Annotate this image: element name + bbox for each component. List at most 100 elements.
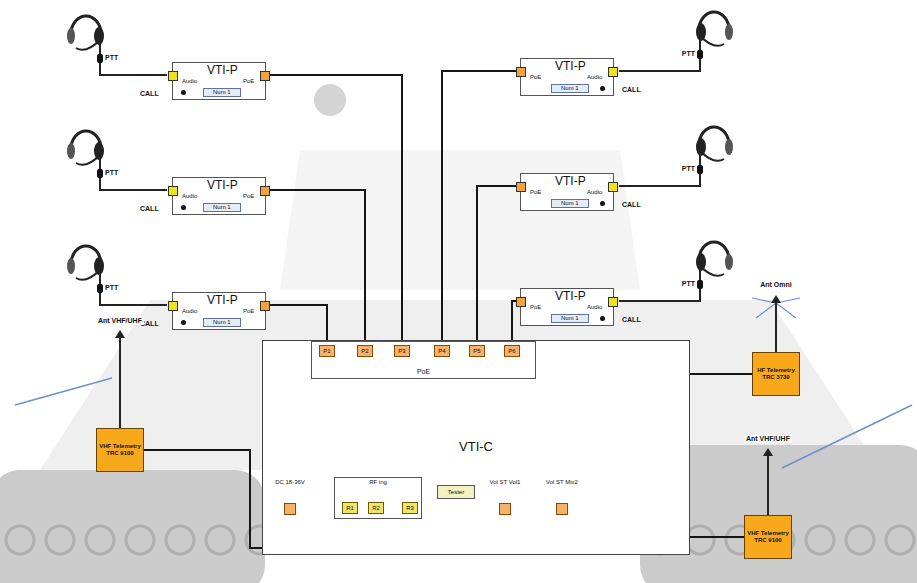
node-label: P1 <box>323 348 330 355</box>
vtip-box: VTI-PAudioPoENum 1 <box>172 62 266 100</box>
node-label: R2 <box>372 505 380 512</box>
antenna-label: Ant Omni <box>758 281 794 289</box>
ptt-label: PTT <box>105 284 118 292</box>
node-label: P4 <box>438 348 445 355</box>
call-label: CALL <box>140 205 159 213</box>
poe-port: P5 <box>469 345 485 357</box>
audio-cable <box>100 274 167 305</box>
vehicle-hatch <box>314 84 346 116</box>
audio-cable <box>619 40 700 71</box>
ear-cup <box>725 139 733 155</box>
rf-port: R3 <box>402 502 418 514</box>
ear-cup <box>725 254 733 270</box>
call-button <box>600 316 605 321</box>
call-button <box>600 201 605 206</box>
unit-name: VTI-P <box>555 290 586 304</box>
ptt-switch <box>97 284 103 293</box>
node-label: P3 <box>398 348 405 355</box>
microphone-boom <box>700 151 724 161</box>
audio-cable <box>619 155 700 186</box>
node-label: RF ing <box>369 479 387 486</box>
vtip-box: VTI-PAudioPoENum 1 <box>520 58 614 96</box>
port-label: Audio <box>182 78 197 85</box>
ptt-switch <box>697 280 703 289</box>
port-label: PoE <box>243 308 254 315</box>
poe-port: P4 <box>434 345 450 357</box>
audio-cable <box>100 159 167 190</box>
poe-connector <box>516 67 526 77</box>
cable <box>266 305 327 345</box>
ptt-label: PTT <box>682 50 695 58</box>
audio-connector <box>168 301 178 311</box>
vehicle-turret <box>280 150 640 290</box>
omni-ray <box>776 303 796 318</box>
telemetry-radio: VHF Telemetry TRC 9100 <box>744 515 792 559</box>
port-label: Audio <box>182 193 197 200</box>
audio-port: Vol ST Vol1 <box>485 479 525 515</box>
node-label: DC 18-36V <box>275 479 305 486</box>
node-label: HF Telemetry TRC 3730 <box>755 367 797 381</box>
cable <box>266 190 365 345</box>
headset <box>67 246 167 305</box>
call-button <box>181 205 186 210</box>
vtic-unit: VTI-CPoEP1P2P3P4P5P6DC 18-36VRF ingR1R2R… <box>262 340 690 555</box>
port-label: Audio <box>182 308 197 315</box>
call-label: CALL <box>622 86 641 94</box>
node-label: VHF Telemetry TRC 9100 <box>99 443 141 457</box>
microphone-boom <box>700 266 724 276</box>
headset <box>619 242 733 301</box>
microphone-boom <box>700 36 724 46</box>
ptt-switch <box>97 169 103 178</box>
unit-name: VTI-P <box>555 175 586 189</box>
call-button <box>600 86 605 91</box>
unit-number: Num 1 <box>203 88 241 97</box>
port-socket <box>556 503 568 515</box>
unit-number: Num 1 <box>551 199 589 208</box>
ptt-switch <box>697 165 703 174</box>
unit-number: Num 1 <box>203 203 241 212</box>
microphone-boom <box>76 270 100 280</box>
antenna-label: Ant VHF/UHF <box>96 317 144 325</box>
audio-connector <box>608 297 618 307</box>
unit-name: VTI-P <box>207 179 238 193</box>
ptt-switch <box>97 54 103 63</box>
cable <box>442 71 520 345</box>
antenna-mast <box>775 303 777 352</box>
cable <box>512 301 520 345</box>
rf-panel: RF ingR1R2R3 <box>334 477 422 519</box>
headset <box>67 131 167 190</box>
audio-connector <box>608 182 618 192</box>
audio-connector <box>168 186 178 196</box>
vtip-box: VTI-PAudioPoENum 1 <box>172 177 266 215</box>
ptt-label: PTT <box>682 280 695 288</box>
antenna-tip <box>771 295 781 303</box>
port-label: Audio <box>587 304 602 311</box>
microphone-boom <box>76 155 100 165</box>
ptt-label: PTT <box>682 165 695 173</box>
ptt-label: PTT <box>105 54 118 62</box>
poe-connector <box>260 71 270 81</box>
headset <box>619 127 733 186</box>
port-label: PoE <box>530 74 541 81</box>
node-label: Vol ST Mix2 <box>546 479 578 486</box>
telemetry-radio: HF Telemetry TRC 3730 <box>752 352 800 396</box>
rf-port: R2 <box>368 502 384 514</box>
vtip-box: VTI-PAudioPoENum 1 <box>172 292 266 330</box>
poe-connector <box>516 182 526 192</box>
port-socket <box>284 503 296 515</box>
call-label: CALL <box>622 316 641 324</box>
poe-connector <box>260 301 270 311</box>
antenna-tip <box>115 330 125 338</box>
port-label: PoE <box>530 189 541 196</box>
unit-name: VTI-P <box>207 294 238 308</box>
node-label: P2 <box>361 348 368 355</box>
ptt-label: PTT <box>105 169 118 177</box>
node-label: VTI-C <box>459 440 493 455</box>
power-port: DC 18-36V <box>271 479 309 515</box>
poe-panel: PoEP1P2P3P4P5P6 <box>311 341 536 379</box>
antenna-mast <box>119 338 121 428</box>
node-label: P5 <box>473 348 480 355</box>
unit-name: VTI-P <box>207 64 238 78</box>
